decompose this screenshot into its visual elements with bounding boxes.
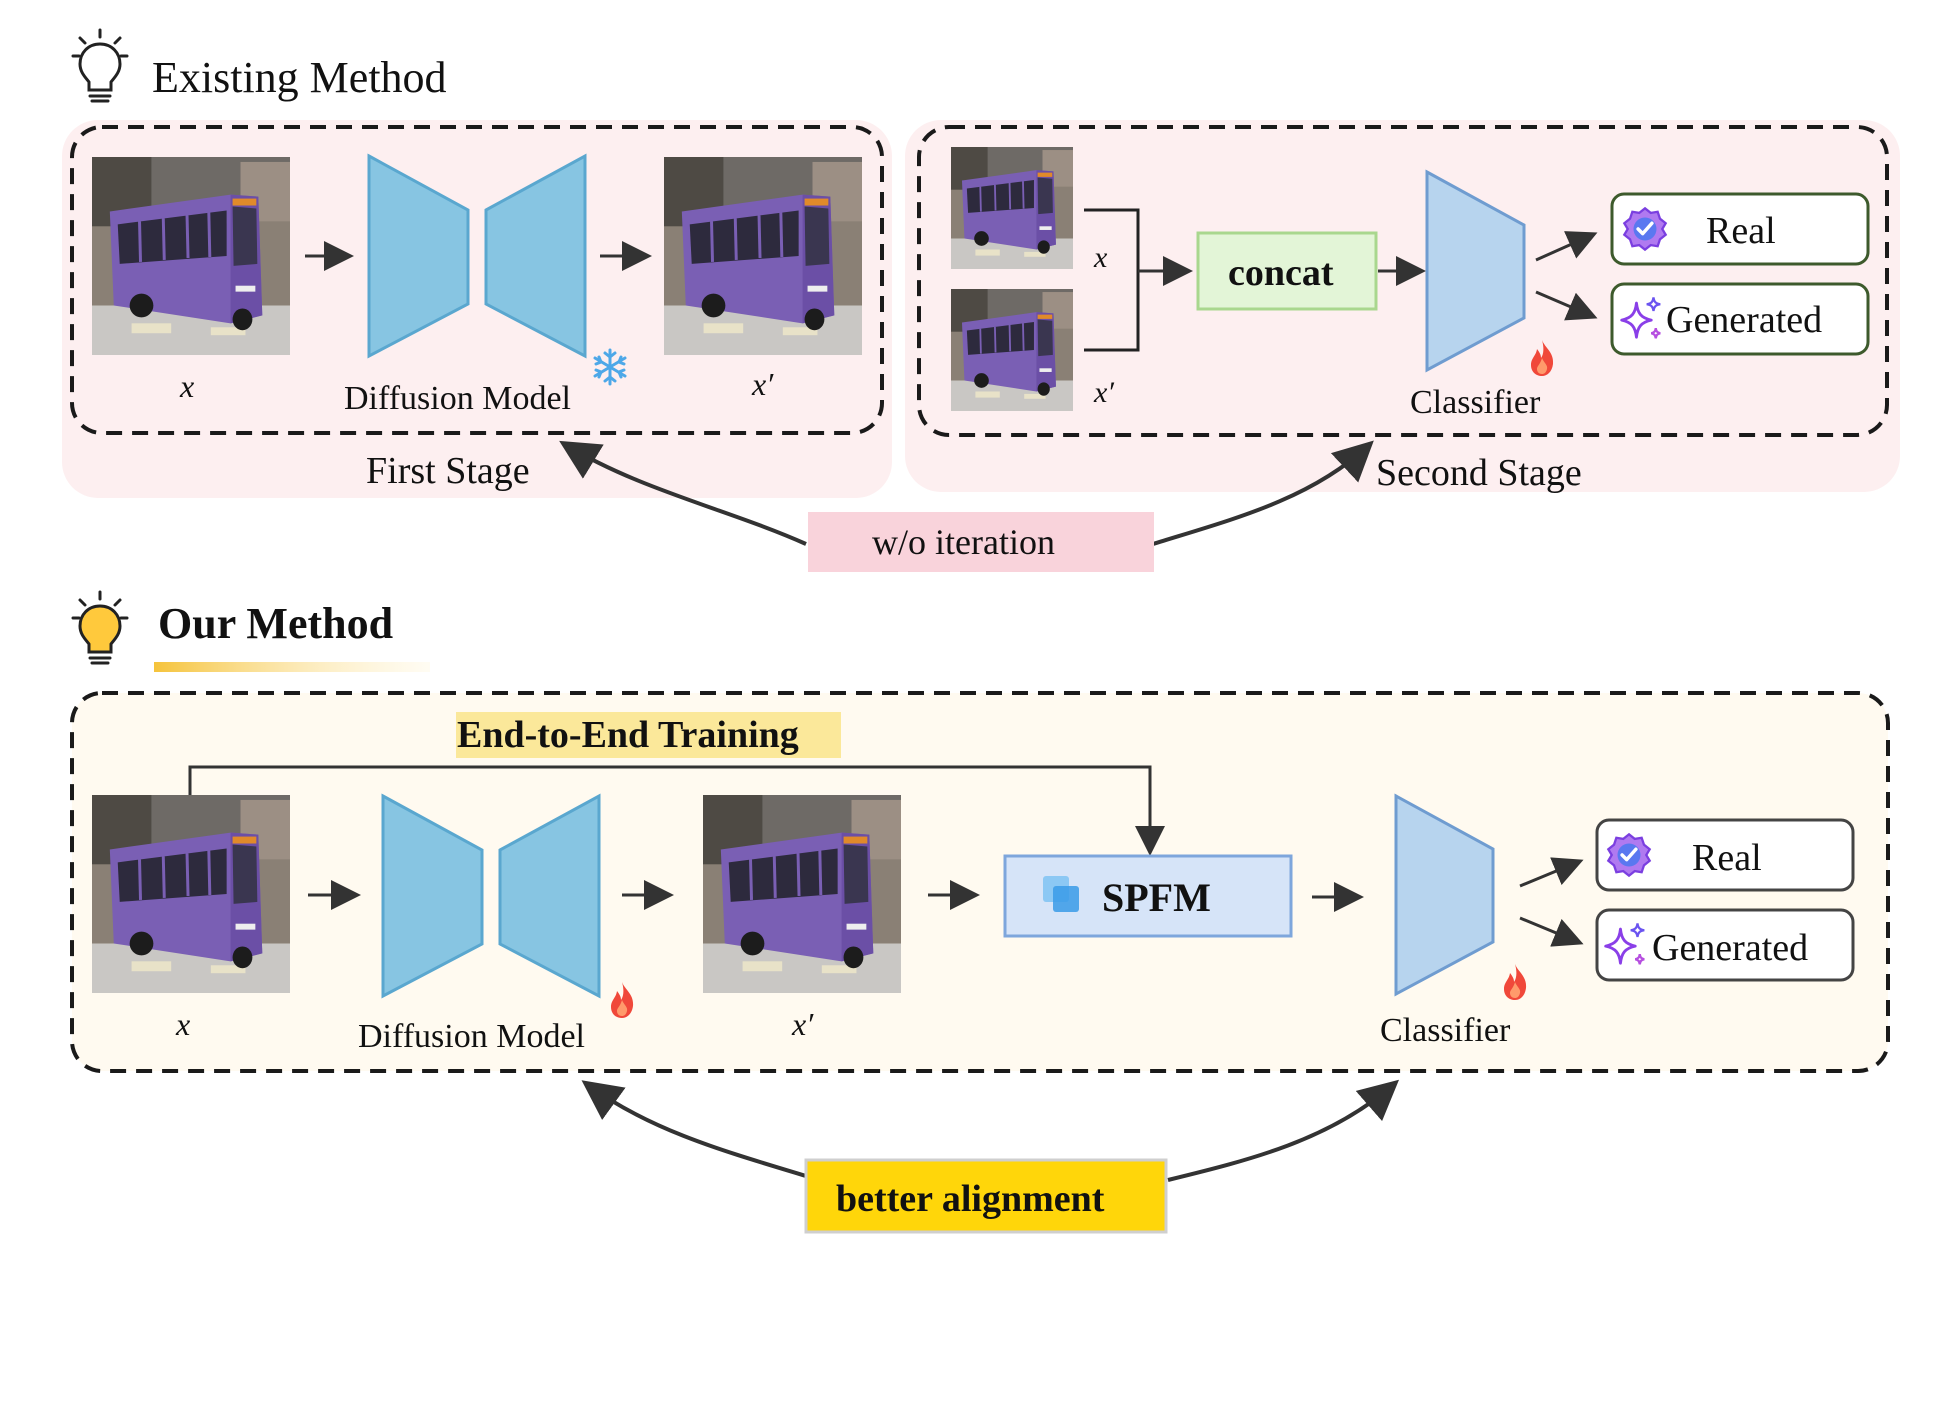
x-label: x <box>1094 241 1108 274</box>
iteration-label: w/o iteration <box>872 522 1055 562</box>
real-output-box <box>1595 818 1855 892</box>
diffusion-model-frozen <box>367 153 587 359</box>
input-image-small <box>949 147 1075 269</box>
x-label: x <box>176 1006 191 1042</box>
real-label: Real <box>1706 210 1776 252</box>
classifier-label: Classifier <box>1410 384 1541 421</box>
real-output-box <box>1610 192 1870 266</box>
existing-method-title: Existing Method <box>152 53 447 102</box>
end-to-end-highlight <box>456 712 841 758</box>
generated-label: Generated <box>1652 927 1809 969</box>
reconstructed-image-small <box>949 289 1075 411</box>
classifier-shape <box>1425 169 1526 373</box>
our-method-underline <box>154 662 430 672</box>
concat-label: concat <box>1228 252 1334 294</box>
classifier-shape <box>1394 793 1495 997</box>
spfm-box <box>1003 854 1293 938</box>
generated-output-box <box>1610 282 1870 356</box>
alignment-label: better alignment <box>836 1178 1105 1220</box>
verified-badge-icon <box>1606 832 1652 878</box>
diffusion-model-label: Diffusion Model <box>358 1018 585 1055</box>
verified-badge-icon <box>1622 206 1668 252</box>
end-to-end-label: End-to-End Training <box>457 714 799 756</box>
input-image <box>92 157 290 355</box>
real-label: Real <box>1692 837 1762 879</box>
reconstructed-image <box>703 795 901 993</box>
xprime-label: x′ <box>752 366 774 402</box>
our-method-panel <box>70 691 1890 1073</box>
input-image <box>92 795 290 993</box>
xprime-label: x′ <box>1094 376 1114 409</box>
generated-output-box <box>1595 908 1855 982</box>
layers-icon <box>1043 876 1079 912</box>
spfm-label: SPFM <box>1102 875 1211 920</box>
iteration-badge <box>808 512 1154 572</box>
x-label: x <box>180 368 195 404</box>
classifier-label: Classifier <box>1380 1012 1511 1049</box>
our-method-title: Our Method <box>158 599 394 648</box>
concat-box <box>1196 231 1378 311</box>
reconstructed-image <box>664 157 862 355</box>
alignment-badge <box>804 1158 1168 1234</box>
first-stage-label: First Stage <box>366 450 530 492</box>
generated-label: Generated <box>1666 299 1823 341</box>
second-stage-label: Second Stage <box>1376 452 1582 494</box>
lightbulb-outline-icon <box>71 28 129 103</box>
xprime-label: x′ <box>792 1006 814 1042</box>
diffusion-model-trainable <box>381 793 601 999</box>
lightbulb-yellow-icon <box>71 590 129 665</box>
diffusion-model-label: Diffusion Model <box>344 380 571 417</box>
